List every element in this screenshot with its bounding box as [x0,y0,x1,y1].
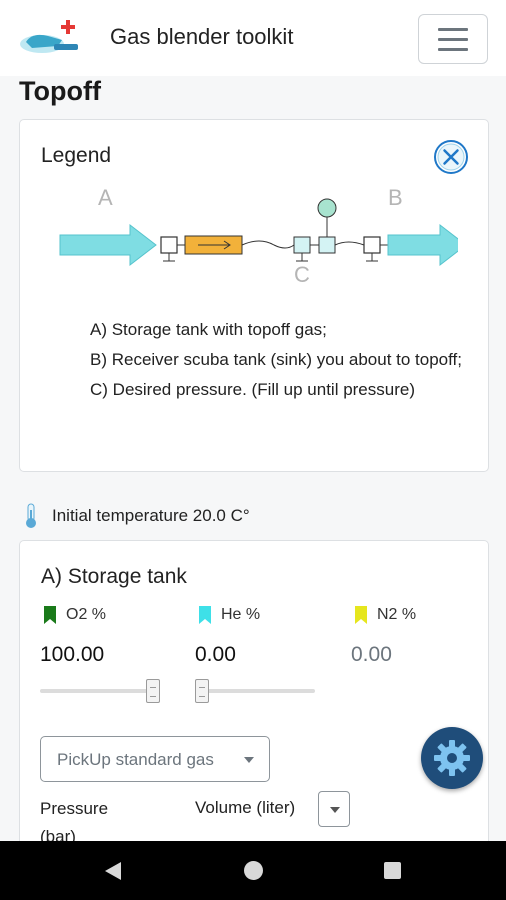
thermometer-icon [26,503,36,528]
he-slider-thumb[interactable] [195,679,209,703]
sink-arrow [387,223,467,267]
volume-label: Volume (liter) [195,798,296,817]
pickup-standard-gas-button[interactable]: PickUp standard gas [40,736,270,782]
valve-box [160,236,178,254]
storage-tank-card: A) Storage tank O2 % 100.00 He % 0.00 N2… [19,540,489,900]
recent-apps-square-icon[interactable] [384,862,401,879]
legend-diagram: A B C [48,175,467,295]
source-arrow [59,223,157,267]
back-triangle-icon[interactable] [104,861,122,881]
legend-item-a: A) Storage tank with topoff gas; [90,320,327,339]
page-title: Topoff [19,76,101,106]
hamburger-line [438,38,468,41]
pressure-gauge [317,198,337,218]
temperature-text: Initial temperature 20.0 C° [52,506,250,525]
legend-item-b: B) Receiver scuba tank (sink) you about … [90,350,462,369]
gear-icon [434,740,470,776]
gas-o2-label-text: O2 % [66,606,107,623]
diagram-label-a: A [98,185,113,210]
scuba-tank-plus-logo[interactable] [18,14,82,58]
diagram-label-c: C [294,262,310,287]
gas-n2-label-text: N2 % [377,606,417,623]
legend-text: A) Storage tank with topoff gas; B) Rece… [90,315,480,405]
app-title: Gas blender toolkit [110,24,294,49]
gas-n2-value: 0.00 [351,643,392,666]
close-circle-icon [434,140,468,174]
navbar: Gas blender toolkit [0,0,506,76]
legend-card: Legend A B C [19,119,489,472]
settings-fab-button[interactable] [421,727,483,789]
chevron-down-icon [244,757,254,763]
android-navigation-bar [0,841,506,900]
he-slider[interactable] [195,679,315,703]
gas-he-value[interactable]: 0.00 [195,643,236,666]
bookmark-cyan-icon [199,606,211,624]
hamburger-line [438,48,468,51]
diagram-label-b: B [388,185,403,210]
gas-he-label-text: He % [221,606,261,623]
o2-slider-thumb[interactable] [146,679,160,703]
home-circle-icon[interactable] [244,861,263,880]
valve-box-2 [363,236,381,254]
legend-close-button[interactable] [433,139,469,175]
gauge-box-1 [293,236,311,254]
hamburger-menu-icon [438,28,468,31]
volume-unit-dropdown[interactable] [318,791,350,827]
bookmark-green-icon [44,606,56,624]
gauge-box-2 [318,236,336,254]
legend-item-c: C) Desired pressure. (Fill up until pres… [90,380,415,399]
o2-slider[interactable] [40,679,160,703]
legend-title: Legend [41,144,112,167]
bookmark-yellow-icon [355,606,367,624]
chevron-down-icon [330,807,340,813]
gas-o2-value[interactable]: 100.00 [40,643,105,666]
storage-tank-title: A) Storage tank [41,565,187,588]
pickup-button-label: PickUp standard gas [57,750,214,769]
hamburger-menu-button[interactable] [418,14,488,64]
